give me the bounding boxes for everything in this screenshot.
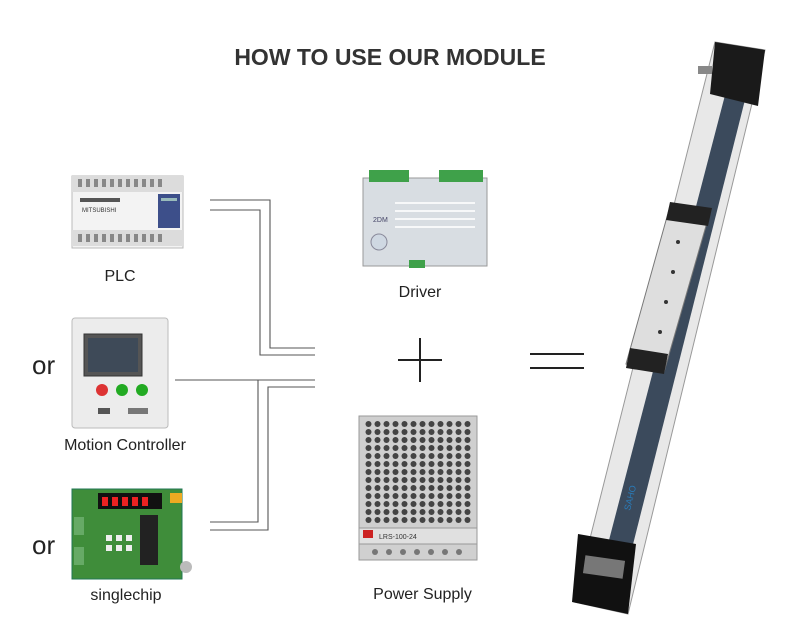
power-supply-label: Power Supply [373, 586, 472, 603]
motion-controller-label: Motion Controller [64, 437, 186, 454]
plc-label: PLC [104, 268, 136, 285]
motion-controller-image [70, 316, 170, 430]
driver-label: Driver [398, 284, 442, 301]
plus-icon [398, 338, 442, 382]
driver-image: 2DM [355, 162, 495, 272]
svg-text:2DM: 2DM [373, 217, 388, 224]
page-title: HOW TO USE OUR MODULE [234, 44, 546, 70]
or-label-2: or [32, 530, 56, 560]
linear-module-image: SAHO [572, 41, 766, 615]
singlechip-label: singlechip [90, 587, 162, 604]
svg-text:LRS-100-24: LRS-100-24 [379, 534, 417, 541]
svg-text:MITSUBISHI: MITSUBISHI [82, 208, 117, 214]
equals-icon [530, 353, 584, 369]
singlechip-image [70, 487, 195, 582]
power-supply-image: LRS-100-24 [355, 412, 480, 564]
plc-image: MITSUBISHI [70, 168, 185, 253]
or-label-1: or [32, 350, 56, 380]
